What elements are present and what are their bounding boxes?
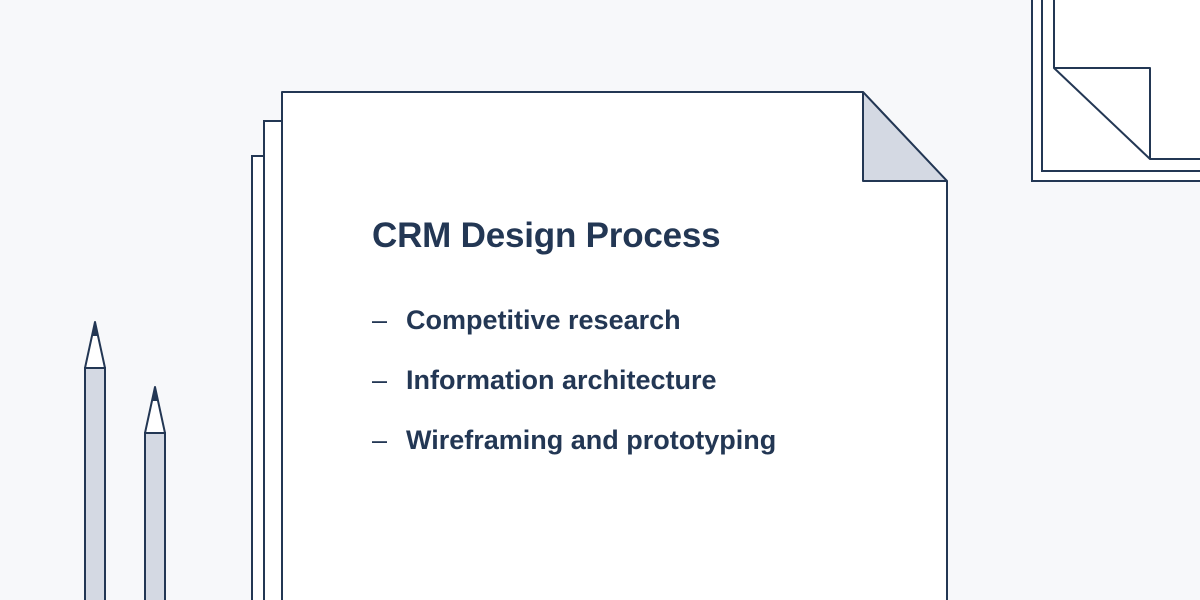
paper-stack-icon: [251, 91, 948, 600]
list-bullet: –: [372, 304, 388, 335]
page-corner-fold-icon: [862, 91, 948, 182]
list-bullet: –: [372, 364, 388, 395]
list-item: – Wireframing and prototyping: [372, 410, 932, 470]
list-item-label: Competitive research: [406, 304, 681, 335]
pencil-icon: [144, 386, 166, 600]
list-item-label: Wireframing and prototyping: [406, 424, 777, 455]
list-item-label: Information architecture: [406, 364, 717, 395]
list-item: – Competitive research: [372, 290, 932, 350]
pencil-icon: [84, 321, 106, 600]
list-bullet: –: [372, 424, 388, 455]
process-list: – Competitive research – Information arc…: [372, 290, 932, 470]
framed-page-icon: [1031, 0, 1200, 182]
document-title: CRM Design Process: [372, 216, 721, 255]
document-content: CRM Design Process – Competitive researc…: [372, 212, 932, 470]
list-item: – Information architecture: [372, 350, 932, 410]
